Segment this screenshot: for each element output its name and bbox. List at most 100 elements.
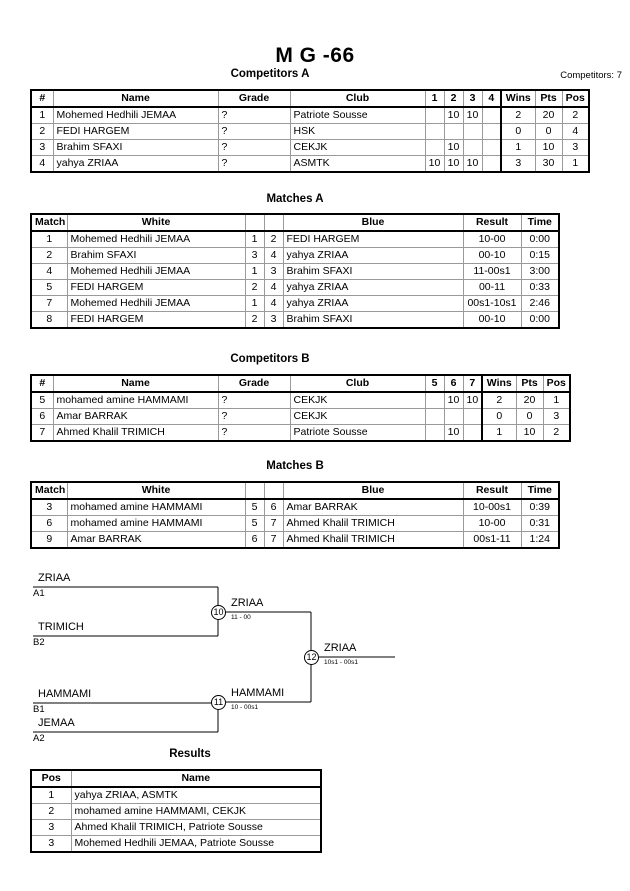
col-number: #: [30, 374, 54, 393]
col-opponent-7: 7: [462, 374, 483, 393]
cell-pts: 0: [515, 408, 544, 425]
bracket-winner-12: ZRIAA: [324, 642, 357, 654]
cell-blue-name: Brahim SFAXI: [282, 311, 464, 329]
bracket-score-10: 11 - 00: [231, 614, 251, 621]
cell-match-score-1: 10: [443, 106, 464, 124]
table-header-row: Pos Name: [30, 769, 322, 788]
cell-white-name: Amar BARRAK: [66, 531, 246, 549]
col-pts: Pts: [515, 374, 544, 393]
cell-match-score-0: 10: [424, 155, 445, 173]
heading-competitors-b: Competitors B: [230, 353, 310, 365]
col-name: Name: [52, 89, 219, 108]
cell-name: mohamed amine HAMMAMI, CEKJK: [70, 803, 322, 820]
bracket-entry-seed-3: B1: [33, 704, 45, 715]
cell-grade: ?: [217, 408, 291, 425]
col-blue: Blue: [282, 213, 464, 232]
cell-time: 0:31: [520, 515, 560, 532]
col-opponent-4: 4: [481, 89, 502, 108]
bracket-match-number-10[interactable]: 10: [211, 605, 226, 620]
cell-match-score-1: 10: [443, 424, 464, 442]
bracket-match-number-11[interactable]: 11: [211, 695, 226, 710]
col-pts: Pts: [534, 89, 563, 108]
col-wins: Wins: [500, 89, 536, 108]
cell-white-name: mohamed amine HAMMAMI: [66, 498, 246, 516]
col-opponent-3: 3: [462, 89, 483, 108]
cell-white-name: FEDI HARGEM: [66, 279, 246, 296]
cell-white-seed: 5: [244, 515, 265, 532]
cell-match-score-3: [481, 123, 502, 140]
cell-wins: 3: [500, 155, 536, 173]
cell-match-score-2: [462, 123, 483, 140]
cell-time: 0:00: [520, 311, 560, 329]
cell-match-score-3: [481, 139, 502, 156]
col-name: Name: [70, 769, 322, 788]
heading-results: Results: [169, 748, 211, 760]
cell-white-name: Mohemed Hedhili JEMAA: [66, 230, 246, 248]
col-opponent-5: 5: [424, 374, 445, 393]
cell-name: Ahmed Khalil TRIMICH, Patriote Sousse: [70, 819, 322, 836]
cell-match-score-0: [424, 106, 445, 124]
cell-club: Patriote Sousse: [289, 106, 426, 124]
cell-match-score-3: [481, 155, 502, 173]
col-match: Match: [30, 481, 68, 500]
col-number: #: [30, 89, 54, 108]
bracket-winner-11: HAMMAMI: [231, 687, 285, 699]
cell-number: 1: [30, 106, 54, 124]
cell-white-seed: 6: [244, 531, 265, 549]
cell-match-score-2: [462, 408, 483, 425]
bracket-entry-seed-1: A1: [33, 588, 45, 599]
cell-grade: ?: [217, 155, 291, 173]
col-white: White: [66, 481, 246, 500]
cell-blue-seed: 2: [263, 230, 284, 248]
cell-blue-seed: 4: [263, 279, 284, 296]
col-pos: Pos: [30, 769, 72, 788]
cell-club: CEKJK: [289, 391, 426, 409]
bracket-entry-seed-4: A2: [33, 733, 45, 744]
cell-pos: 1: [30, 786, 72, 804]
cell-club: Patriote Sousse: [289, 424, 426, 442]
cell-time: 2:46: [520, 295, 560, 312]
bracket-entry-name-1: ZRIAA: [38, 572, 71, 584]
cell-white-seed: 1: [244, 230, 265, 248]
cell-pts: 10: [534, 139, 563, 156]
col-club: Club: [289, 374, 426, 393]
page-title: M G -66: [275, 44, 355, 67]
col-opponent-1: 1: [424, 89, 445, 108]
cell-match-number: 6: [30, 515, 68, 532]
col-opponent-2: 2: [443, 89, 464, 108]
cell-grade: ?: [217, 106, 291, 124]
cell-wins: 0: [500, 123, 536, 140]
bracket-match-number-12[interactable]: 12: [304, 650, 319, 665]
competitors-count: Competitors: 7: [560, 70, 622, 81]
cell-club: ASMTK: [289, 155, 426, 173]
cell-blue-name: Ahmed Khalil TRIMICH: [282, 515, 464, 532]
cell-number: 3: [30, 139, 54, 156]
cell-white-name: FEDI HARGEM: [66, 311, 246, 329]
heading-matches-a: Matches A: [266, 193, 324, 205]
cell-wins: 1: [500, 139, 536, 156]
cell-pos: 3: [561, 139, 590, 156]
cell-white-name: mohamed amine HAMMAMI: [66, 515, 246, 532]
cell-result: 10-00: [462, 230, 522, 248]
cell-match-score-2: 10: [462, 391, 483, 409]
cell-blue-seed: 4: [263, 247, 284, 264]
cell-number: 6: [30, 408, 54, 425]
cell-pos: 4: [561, 123, 590, 140]
bracket-entry-name-2: TRIMICH: [38, 621, 84, 633]
cell-white-seed: 3: [244, 247, 265, 264]
table-header-row: # Name Grade Club 5 6 7 Wins Pts Pos: [30, 374, 571, 393]
col-opponent-6: 6: [443, 374, 464, 393]
cell-pts: 30: [534, 155, 563, 173]
cell-blue-name: Brahim SFAXI: [282, 263, 464, 280]
cell-white-seed: 2: [244, 279, 265, 296]
